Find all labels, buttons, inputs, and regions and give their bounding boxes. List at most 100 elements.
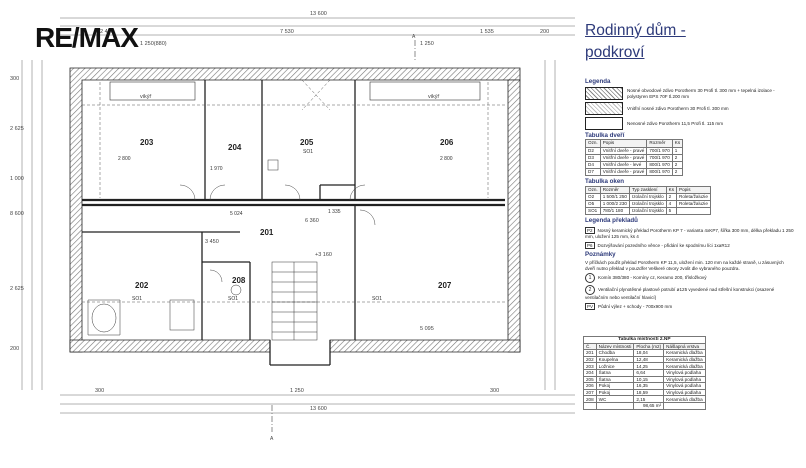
cell: 1 500/1 250	[599, 192, 630, 202]
legend-item: Nenosné zdivo Porotherm 11,5 Profi tl. 1…	[585, 117, 795, 131]
cell: 18,04	[633, 349, 665, 357]
cell: Izolační trojsklo	[628, 200, 667, 209]
room-202: 202	[135, 281, 149, 290]
cell: 800/1 970	[646, 168, 673, 177]
cell: 205	[583, 375, 597, 384]
cell: Pokoj	[595, 388, 635, 397]
legend-panel: Legenda Nosné obvodové zdivo Porotherm 3…	[585, 76, 795, 312]
title-line-1: Rodinný dům -	[585, 22, 686, 39]
note-text: Komín 380/380 - Komíny cz, Keramo 200, t…	[598, 275, 707, 281]
cell: 204	[583, 368, 597, 377]
windows-col: Rozměr	[599, 185, 630, 194]
cell: 700/1 970	[646, 153, 673, 163]
cell: Šatna	[595, 375, 635, 384]
cell: 14,25	[633, 362, 665, 370]
cell: 700/1 970	[646, 146, 673, 155]
cell: 18,59	[633, 388, 665, 397]
room-area-table: Tabulka místností 2.NP Č. Název místnost…	[583, 336, 706, 410]
room-206: 206	[440, 138, 454, 147]
area-col: Plocha (m2)	[633, 342, 665, 351]
cell: 1	[671, 146, 684, 155]
cell: 16,35	[633, 382, 665, 390]
cell: 6,64	[633, 368, 665, 377]
windows-col: Popis	[676, 185, 711, 194]
doors-col: Popis	[599, 139, 648, 148]
note-general: V příčkách použit překlad Porotherm KP 1…	[585, 260, 784, 271]
doors-heading: Tabulka dveří	[585, 132, 625, 140]
cell: D7	[585, 168, 601, 177]
dim-left-3: 8 600	[10, 211, 24, 217]
legend-heading: Legenda	[585, 78, 611, 85]
swatch-partition-wall	[585, 117, 623, 131]
legend-item: Nosné obvodové zdivo Porotherm 30 Profi …	[585, 87, 795, 101]
cell: Keramická dlažba	[663, 362, 706, 370]
dim-bottom-mid: 1 250	[290, 388, 304, 394]
cell: 206	[583, 382, 597, 390]
cell: O5	[585, 200, 601, 209]
note-marker: PV	[585, 302, 596, 311]
dim-window-top-left: 1 250(880)	[140, 41, 167, 47]
room-205-dim: 1 335	[328, 209, 341, 215]
room-204: 204	[228, 143, 242, 152]
cell: 2	[665, 192, 678, 202]
windows-col: Typ zasklení	[628, 185, 667, 194]
dormer-label-right: vikýř	[428, 94, 439, 100]
remax-logo: RE/MAX	[35, 22, 139, 54]
level-mark: +3 160	[315, 252, 332, 258]
room-205-window: SO1	[303, 149, 313, 155]
dim-top-middle: 7 530	[280, 29, 294, 35]
lintel-text: Nosný keramický překlad Porotherm KP 7 -…	[585, 227, 794, 240]
cell: Vinylová podlaha	[663, 388, 706, 397]
cell: 2,15	[633, 395, 665, 403]
cell: Keramická dlažba	[663, 395, 706, 403]
dim-bottom-left: 300	[95, 388, 104, 394]
doors-col: Ks	[671, 139, 684, 148]
lintel-code: P6	[585, 241, 595, 250]
room-208: 208	[232, 276, 246, 285]
dim-left-1: 2 625	[10, 126, 24, 132]
cell: Vinylová podlaha	[663, 382, 706, 390]
cell: Keramická dlažba	[663, 349, 706, 357]
note-marker: 1	[585, 273, 595, 284]
note-marker: 2	[585, 285, 595, 296]
cell: 12,48	[633, 355, 665, 364]
area-col: Název místnosti	[595, 342, 635, 351]
doors-col: Ozn.	[585, 139, 601, 148]
cell: 800/1 970	[646, 161, 673, 170]
cell: Vnitřní dveře - pravé	[599, 153, 648, 163]
cell: 2	[671, 168, 684, 177]
room-202-window: SO1	[132, 296, 142, 302]
title-line-2: podkroví	[585, 44, 645, 61]
dim-bottom-right: 300	[490, 388, 499, 394]
cell: Keramická dlažba	[663, 355, 706, 364]
swatch-exterior-wall	[585, 87, 623, 101]
room-206-dim: 2 800	[440, 156, 453, 162]
cell: Ložnice	[595, 362, 635, 370]
cell: D4	[585, 161, 601, 170]
svg-text:A: A	[270, 436, 274, 442]
cell: 208	[583, 395, 597, 403]
dim-left-0: 300	[10, 76, 19, 82]
legend-item-label: Nenosné zdivo Porotherm 11,5 Profi tl. 1…	[627, 120, 724, 126]
room-203-dim: 2 800	[118, 156, 131, 162]
page-title: Rodinný dům - podkroví	[585, 20, 686, 64]
note-text: Ventilační plynotěsné plastové potrubí ø…	[585, 287, 775, 301]
area-col: Nášlapná vrstva	[663, 342, 706, 351]
area-total: 98,65 m²	[633, 401, 665, 410]
cell: 201	[583, 349, 597, 357]
cell	[676, 207, 711, 216]
dim-top-right: 1 535	[480, 29, 494, 35]
dim-overall-top: 13 600	[310, 11, 327, 17]
